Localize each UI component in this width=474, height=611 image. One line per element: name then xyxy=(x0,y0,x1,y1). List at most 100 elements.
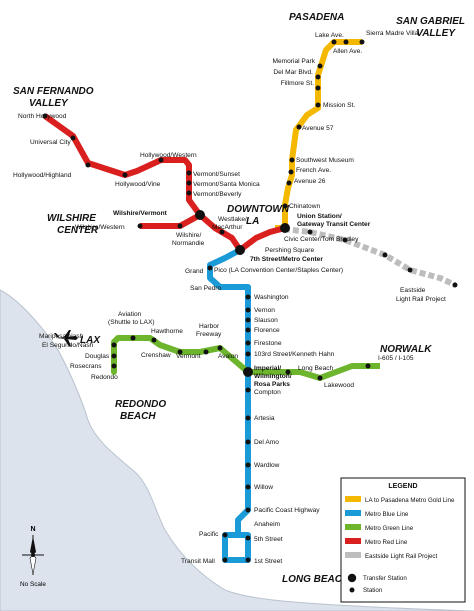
label-avalon: Avalon xyxy=(218,353,238,360)
station-dot xyxy=(343,39,349,45)
label-compton: Compton xyxy=(254,389,281,396)
label-fifth: 5th Street xyxy=(254,536,283,543)
label-i605: I-605 / I-105 xyxy=(378,355,414,362)
legend-swatch xyxy=(345,510,361,516)
label-southwest-museum: Southwest Museum xyxy=(296,157,354,164)
legend-swatch xyxy=(345,524,361,530)
legend: LEGEND LA to Pasadena Metro Gold LineMet… xyxy=(340,477,466,603)
label-lake-ave: Lake Ave. xyxy=(315,32,344,39)
label-imperial-1: Imperial/ xyxy=(254,365,281,372)
station-dot xyxy=(219,229,225,235)
station-dot xyxy=(282,203,288,209)
label-wilshire-normandie-1: Wilshire/ xyxy=(176,232,201,239)
station-dot xyxy=(222,532,228,538)
station-dot xyxy=(158,157,164,163)
station-dot xyxy=(130,335,136,341)
label-vermont-beverly: Vermont/Beverly xyxy=(193,191,242,198)
label-vermont-santa-monica: Vermont/Santa Monica xyxy=(193,181,260,188)
region-wilshire-2: CENTER xyxy=(57,225,99,236)
station-dot xyxy=(307,229,313,235)
label-hollywood-highland: Hollywood/Highland xyxy=(13,172,72,179)
region-wilshire: WILSHIRE xyxy=(47,213,96,224)
label-pacific: Pacific xyxy=(199,531,219,538)
label-sierra-madre-villa: Sierra Madre Villa xyxy=(366,30,419,37)
label-grand: Grand xyxy=(185,268,204,275)
station-dot xyxy=(365,363,371,369)
label-wilshire-vermont: Wilshire/Vermont xyxy=(113,210,168,217)
label-florence: Florence xyxy=(254,327,280,334)
compass-arrow-icon xyxy=(30,536,36,555)
eastside-stations xyxy=(307,229,458,288)
label-willow: Willow xyxy=(254,484,273,491)
eastside-line xyxy=(274,225,458,288)
label-harbor-1: Harbor xyxy=(199,323,220,330)
label-washington: Washington xyxy=(254,294,289,301)
label-fillmore: Fillmore St. xyxy=(281,80,315,87)
legend-item-label: LA to Pasadena Metro Gold Line xyxy=(365,497,455,504)
station-dot xyxy=(186,180,192,186)
label-north-hollywood: North Hollywood xyxy=(18,113,67,120)
label-hawthorne: Hawthorne xyxy=(151,328,183,335)
station-dot xyxy=(245,535,251,541)
label-seventh-metro: 7th Street/Metro Center xyxy=(250,256,323,263)
transfer-station xyxy=(280,223,290,233)
label-eastside-1: Eastside xyxy=(400,287,426,294)
station-dot xyxy=(151,337,157,343)
station-dot xyxy=(177,349,183,355)
label-wilshire-normandie-2: Normandie xyxy=(172,240,205,247)
station-dot xyxy=(245,387,251,393)
station-dot xyxy=(317,63,323,69)
label-transit-mall: Transit Mall xyxy=(181,558,215,565)
label-union-station-2: Gateway Transit Center xyxy=(297,221,371,228)
label-redondo: Redondo xyxy=(91,374,118,381)
station-dot xyxy=(177,223,183,229)
label-slauson: Slauson xyxy=(254,317,278,324)
station-dot xyxy=(137,223,143,229)
station-dot xyxy=(245,415,251,421)
station-dot xyxy=(359,39,365,45)
region-san-gabriel-2: VALLEY xyxy=(416,28,456,39)
label-eastside-2: Light Rail Project xyxy=(396,296,446,303)
label-pershing: Pershing Square xyxy=(265,247,314,254)
legend-swatch xyxy=(345,538,361,544)
station-dot xyxy=(315,74,321,80)
region-pasadena: PASADENA xyxy=(289,12,344,23)
label-chinatown: Chinatown xyxy=(289,203,320,210)
station-dot xyxy=(315,102,321,108)
region-san-fernando-2: VALLEY xyxy=(29,98,69,109)
station-dot xyxy=(186,170,192,176)
station-dot xyxy=(245,317,251,323)
legend-station-symbol xyxy=(349,587,355,593)
station-dot xyxy=(288,169,294,175)
region-long-beach: LONG BEACH xyxy=(282,574,350,585)
label-103rd: 103rd Street/Kenneth Hahn xyxy=(254,351,335,358)
legend-transfer-symbol xyxy=(347,573,357,583)
label-universal-city: Universal City xyxy=(30,139,71,146)
station-dot xyxy=(331,39,337,45)
label-long-beach-blvd: Long Beach xyxy=(298,365,334,372)
label-hollywood-western: Hollywood/Western xyxy=(140,152,197,159)
station-dot xyxy=(203,349,209,355)
gold-line xyxy=(275,39,365,231)
station-dot xyxy=(245,340,251,346)
label-douglas: Douglas xyxy=(85,353,110,360)
station-dot xyxy=(70,135,76,141)
transfer-station xyxy=(243,367,253,377)
station-dot xyxy=(42,113,48,119)
station-dot xyxy=(407,267,413,273)
label-firestone: Firestone xyxy=(254,340,282,347)
transfer-station xyxy=(235,245,245,255)
label-mission: Mission St. xyxy=(323,102,355,109)
blue-line xyxy=(207,247,251,563)
legend-box xyxy=(340,477,466,603)
station-dot xyxy=(245,484,251,490)
airplane-icon xyxy=(54,330,78,346)
label-first: 1st Street xyxy=(254,558,282,565)
transfer-stations xyxy=(195,210,290,377)
station-dot xyxy=(285,369,291,375)
label-del-mar: Del Mar Blvd. xyxy=(273,69,313,76)
label-crenshaw: Crenshaw xyxy=(141,352,171,359)
label-avenue-57: Avenue 57 xyxy=(302,125,334,132)
legend-item-label: Metro Green Line xyxy=(365,525,414,532)
